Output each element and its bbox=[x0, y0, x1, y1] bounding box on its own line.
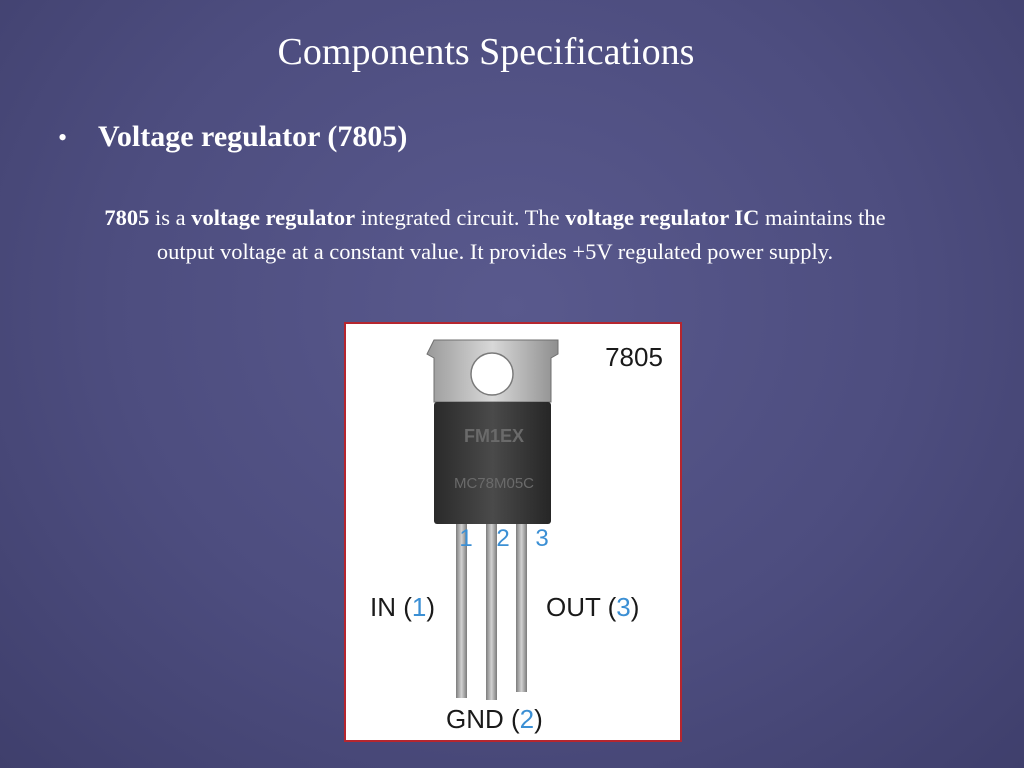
desc-bold-voltage-regulator-ic: voltage regulator IC bbox=[565, 205, 760, 230]
mounting-hole bbox=[470, 352, 514, 396]
in-label-number: 1 bbox=[412, 592, 426, 622]
chip-body bbox=[434, 402, 551, 524]
out-label-text: OUT ( bbox=[546, 592, 617, 622]
pin-leg-3 bbox=[516, 524, 527, 692]
in-label-close: ) bbox=[426, 592, 435, 622]
gnd-label-text: GND ( bbox=[446, 704, 520, 734]
desc-text-3: maintains the output voltage at a consta… bbox=[156, 205, 886, 264]
gnd-pin-label: GND (2) bbox=[446, 704, 543, 734]
bullet-item: • Voltage regulator (7805) bbox=[58, 120, 407, 154]
chip-marking-1: FM1EX bbox=[464, 426, 524, 446]
regulator-illustration: FM1EX MC78M05C 7805 1 2 3 IN (1) OUT (3)… bbox=[370, 339, 663, 734]
description-paragraph: 7805 is a voltage regulator integrated c… bbox=[100, 201, 890, 269]
out-label-close: ) bbox=[631, 592, 640, 622]
desc-bold-7805: 7805 bbox=[104, 205, 150, 230]
bullet-text: Voltage regulator (7805) bbox=[98, 120, 408, 153]
gnd-label-number: 2 bbox=[520, 704, 534, 734]
desc-bold-voltage-regulator: voltage regulator bbox=[191, 205, 356, 230]
pin-leg-2 bbox=[486, 524, 497, 700]
desc-text-2: integrated circuit. The bbox=[355, 205, 566, 230]
part-number-label: 7805 bbox=[605, 342, 663, 372]
in-label-text: IN ( bbox=[370, 592, 412, 622]
bullet-dot-icon: • bbox=[58, 123, 68, 152]
pin-leg-1 bbox=[456, 524, 467, 698]
in-pin-label: IN (1) bbox=[370, 592, 435, 622]
slide-title: Components Specifications bbox=[277, 31, 695, 73]
pin-number-2: 2 bbox=[496, 525, 509, 552]
pin-number-3: 3 bbox=[535, 525, 548, 552]
pin-number-1: 1 bbox=[459, 525, 472, 552]
chip-marking-2: MC78M05C bbox=[454, 475, 534, 492]
desc-text-1: is a bbox=[149, 205, 192, 230]
gnd-label-close: ) bbox=[534, 704, 543, 734]
regulator-photo: FM1EX MC78M05C 7805 1 2 3 IN (1) OUT (3)… bbox=[344, 322, 682, 742]
out-pin-label: OUT (3) bbox=[546, 592, 639, 622]
out-label-number: 3 bbox=[616, 592, 630, 622]
